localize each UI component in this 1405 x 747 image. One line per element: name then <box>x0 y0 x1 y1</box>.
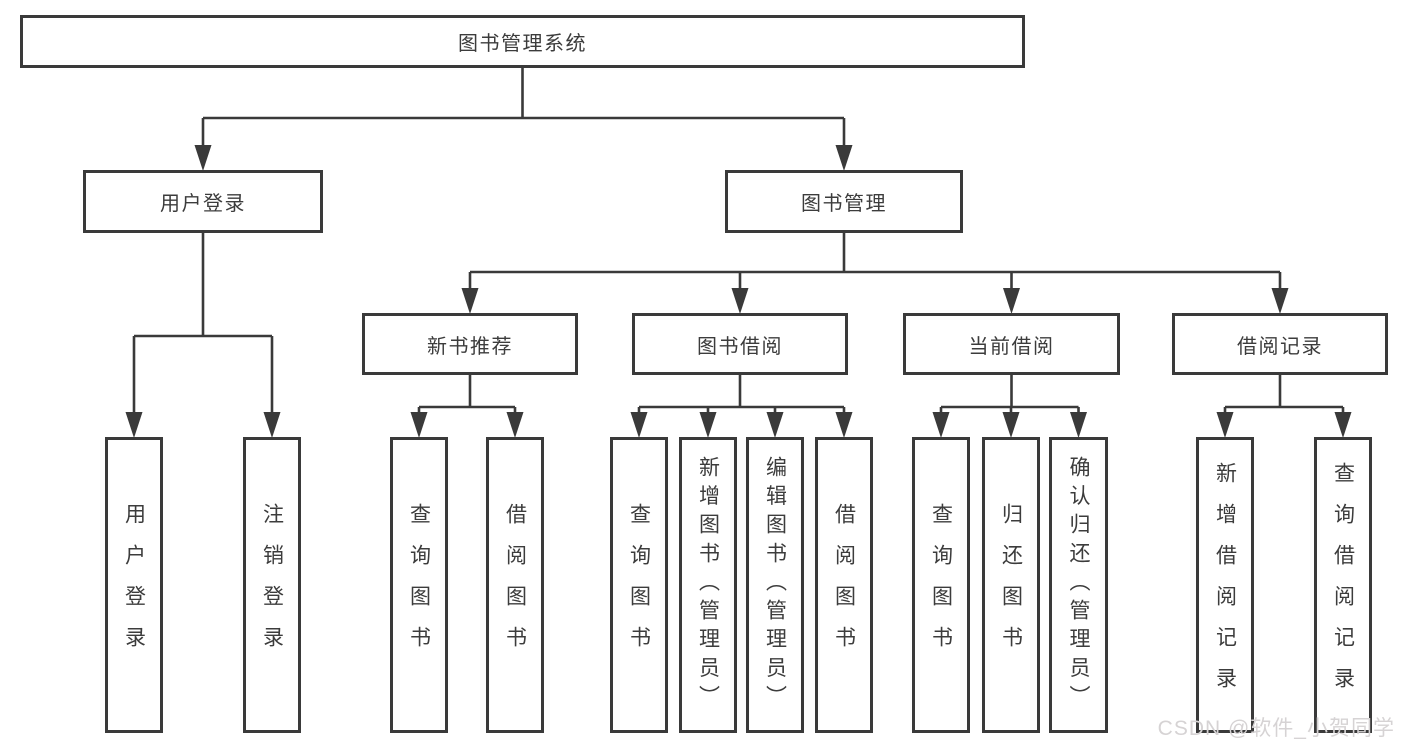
node-label: 借阅记录 <box>1237 335 1323 358</box>
arrowhead-icon <box>506 412 524 438</box>
node-current-borrow: 当前借阅 <box>903 313 1120 375</box>
node-leaf-add-record: 新增借阅记录 <box>1196 437 1254 733</box>
arrowhead-icon <box>194 145 212 171</box>
arrowhead-icon <box>630 412 648 438</box>
edge-lines <box>417 375 517 419</box>
edge-lines <box>132 233 274 419</box>
node-label: 新书推荐 <box>427 335 513 358</box>
arrowhead-icon <box>1003 288 1020 314</box>
node-label: 归还图书 <box>999 503 1023 667</box>
arrowhead-icon <box>835 412 853 438</box>
node-leaf-return-book: 归还图书 <box>982 437 1040 733</box>
node-label: 图书管理系统 <box>458 33 587 55</box>
arrowhead-icon <box>1070 412 1087 438</box>
arrowhead-icon <box>1334 412 1352 438</box>
node-label: 查询图书 <box>407 503 431 667</box>
node-label: 查询图书 <box>929 503 953 667</box>
node-leaf-user-login: 用户登录 <box>105 437 163 733</box>
edge-lines <box>201 68 846 152</box>
arrowhead-icon <box>461 288 479 314</box>
node-book-mgmt: 图书管理 <box>725 170 963 233</box>
node-leaf-query-book-2: 查询图书 <box>610 437 668 733</box>
watermark: CSDN @软件_小贺同学 <box>1157 717 1395 740</box>
node-leaf-query-book-1: 查询图书 <box>390 437 448 733</box>
node-label: 图书借阅 <box>697 335 783 358</box>
edge-lines <box>637 375 846 419</box>
node-label: 查询借阅记录 <box>1331 462 1355 708</box>
node-root: 图书管理系统 <box>20 15 1025 68</box>
arrowhead-icon <box>731 288 749 314</box>
edge-lines <box>1223 375 1345 419</box>
node-label: 编辑图书（管理员） <box>763 456 787 714</box>
node-label: 注销登录 <box>260 503 284 667</box>
arrowhead-icon <box>835 145 853 171</box>
node-label: 新增图书（管理员） <box>696 456 720 714</box>
arrowhead-icon <box>699 412 717 438</box>
arrowhead-icon <box>932 412 950 438</box>
node-leaf-add-book: 新增图书（管理员） <box>679 437 737 733</box>
node-label: 当前借阅 <box>968 335 1055 358</box>
arrowhead-icon <box>125 412 143 438</box>
node-label: 新增借阅记录 <box>1213 462 1237 708</box>
arrowhead-icon <box>1271 288 1289 314</box>
node-label: 确认归还（管理员） <box>1067 456 1090 714</box>
arrowhead-icon <box>766 412 784 438</box>
arrowhead-icon <box>410 412 428 438</box>
node-leaf-confirm-return: 确认归还（管理员） <box>1049 437 1108 733</box>
node-leaf-query-record: 查询借阅记录 <box>1314 437 1372 733</box>
node-label: 借阅图书 <box>832 503 856 667</box>
node-user-login: 用户登录 <box>83 170 323 233</box>
node-label: 查询图书 <box>627 503 651 667</box>
node-new-book-rec: 新书推荐 <box>362 313 578 375</box>
arrowhead-icon <box>263 412 281 438</box>
node-label: 图书管理 <box>801 193 887 215</box>
edge-lines <box>468 233 1282 295</box>
node-book-borrow: 图书借阅 <box>632 313 848 375</box>
node-leaf-edit-book: 编辑图书（管理员） <box>746 437 804 733</box>
node-leaf-query-book-3: 查询图书 <box>912 437 970 733</box>
node-borrow-record: 借阅记录 <box>1172 313 1388 375</box>
node-leaf-borrow-book-1: 借阅图书 <box>486 437 544 733</box>
node-label: 借阅图书 <box>503 503 527 667</box>
node-leaf-borrow-book-2: 借阅图书 <box>815 437 873 733</box>
arrowhead-icon <box>1002 412 1020 438</box>
node-label: 用户登录 <box>160 193 246 215</box>
arrowhead-icon <box>1216 412 1234 438</box>
node-leaf-logout: 注销登录 <box>243 437 301 733</box>
node-label: 用户登录 <box>122 503 146 667</box>
